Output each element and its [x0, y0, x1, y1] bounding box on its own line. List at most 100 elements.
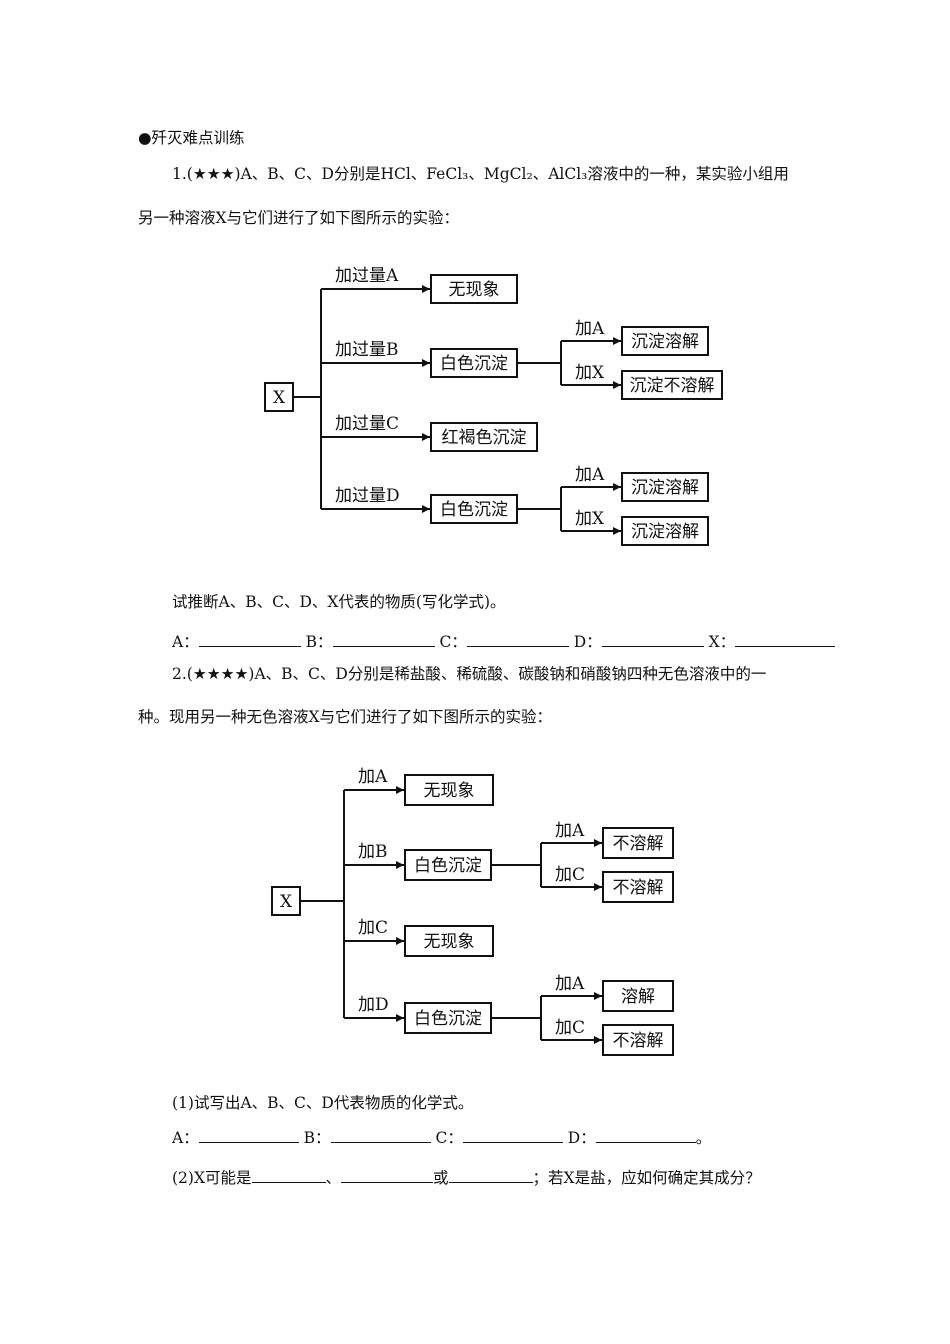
q2-branch-arrow [396, 861, 404, 869]
q1-answer-line: A： B： C： D： X： [172, 631, 836, 652]
q1-blank-x[interactable] [735, 631, 836, 647]
q1-root-text: X [273, 388, 286, 408]
q2-answer-end: 。 [695, 1129, 712, 1147]
q1-sub-arrow [613, 337, 621, 345]
q2-text-line2: 种。现用另一种无色溶液X与它们进行了如下图所示的实验： [138, 708, 553, 726]
q1-label-c: C： [439, 633, 467, 651]
q1-branch-arrow [422, 505, 430, 513]
q1-sub-result-text: 沉淀溶解 [631, 332, 699, 352]
q1-branch-label: 加过量D [335, 486, 400, 506]
q2-sub-arrow [594, 883, 602, 891]
q1-sub-label: 加X [575, 509, 605, 529]
q2-sub-result-box [602, 871, 674, 903]
q2-sub-arrow [594, 1036, 602, 1044]
q2-blank-a[interactable] [198, 1127, 299, 1143]
q2-sub1: (1)试写出A、B、C、D代表物质的化学式。 [172, 1094, 474, 1112]
q2-blank-c[interactable] [462, 1127, 563, 1143]
q1-sub-result-box [621, 370, 723, 400]
q1-branch-arrow [422, 433, 430, 441]
q1-blank-a[interactable] [198, 631, 301, 647]
q1-sub-label: 加A [575, 319, 605, 339]
q1-sub-result-box [621, 516, 709, 546]
q2-branch-label: 加B [358, 842, 388, 862]
q2-sub-result-text: 溶解 [621, 987, 655, 1007]
q1-sub-result-text: 沉淀溶解 [631, 478, 699, 498]
q2-label-b: B： [303, 1129, 331, 1147]
q2-branch-label: 加D [358, 995, 389, 1015]
q2-result-box [404, 1002, 492, 1034]
q1-result-text: 红褐色沉淀 [442, 428, 527, 448]
q1-branch-label: 加过量C [335, 414, 399, 434]
q2-branch-arrow [396, 1014, 404, 1022]
q2-blank-x2[interactable] [341, 1167, 434, 1183]
q1-sub-label: 加X [575, 363, 605, 383]
q2-blank-x3[interactable] [448, 1167, 533, 1183]
q1-sub-result-box [621, 326, 709, 356]
q1-branch-label: 加过量B [335, 340, 399, 360]
q1-result-box [430, 348, 518, 378]
q1-sub-arrow [613, 527, 621, 535]
q2-label-c: C： [435, 1129, 463, 1147]
q2-sub-arrow [594, 839, 602, 847]
q2-sub-label: 加C [555, 1018, 585, 1038]
q2-branch-label: 加C [358, 918, 388, 938]
q2-sub-result-text: 不溶解 [613, 1031, 664, 1051]
q2-result-text: 无现象 [424, 932, 475, 952]
q2-sub-label: 加C [555, 865, 585, 885]
q2-branch-arrow [396, 937, 404, 945]
q1-label-b: B： [305, 633, 333, 651]
q1-label-d: D： [573, 633, 602, 651]
q2-blank-x1[interactable] [251, 1167, 326, 1183]
q1-sub-result-text: 沉淀溶解 [631, 522, 699, 542]
q2-result-box [404, 925, 494, 957]
q1-text-line1: 1.(★★★)A、B、C、D分别是HCl、FeCl₃、MgCl₂、AlCl₃溶液… [172, 165, 789, 183]
q2-sub-result-box [602, 980, 674, 1012]
q1-sub-arrow [613, 381, 621, 389]
q1-blank-b[interactable] [332, 631, 435, 647]
q2-result-text: 白色沉淀 [414, 1009, 482, 1029]
q1-result-box [430, 422, 538, 452]
q2-result-box [404, 774, 494, 806]
q1-sub-arrow [613, 483, 621, 491]
section-title: ●歼灭难点训练 [138, 129, 245, 147]
q2-result-text: 白色沉淀 [414, 856, 482, 876]
q2-sub2-end: ；若X是盐，应如何确定其成分？ [532, 1169, 761, 1187]
q2-result-text: 无现象 [424, 781, 475, 801]
q2-sub2-sep1: 、 [325, 1169, 342, 1187]
q2-root-box [271, 886, 301, 916]
q1-branch-arrow [422, 285, 430, 293]
q1-blank-c[interactable] [466, 631, 569, 647]
q2-label-d: D： [567, 1129, 596, 1147]
q1-result-text: 无现象 [449, 280, 500, 300]
q2-sub-result-box [602, 827, 674, 859]
q2-sub2-start: (2)X可能是 [172, 1169, 252, 1187]
q2-sub-result-text: 不溶解 [613, 834, 664, 854]
q1-blank-d[interactable] [601, 631, 704, 647]
q1-sub-label: 加A [575, 465, 605, 485]
q2-blank-b[interactable] [330, 1127, 431, 1143]
q2-sub-result-box [602, 1024, 674, 1056]
q2-label-a: A： [172, 1129, 199, 1147]
q2-sub2: (2)X可能是 、 或 ；若X是盐，应如何确定其成分？ [172, 1167, 761, 1188]
q2-text-line1: 2.(★★★★)A、B、C、D分别是稀盐酸、稀硫酸、碳酸钠和硝酸钠四种无色溶液中… [172, 665, 767, 683]
q1-branch-label: 加过量A [335, 266, 399, 286]
q2-branch-label: 加A [358, 767, 388, 787]
q1-result-text: 白色沉淀 [440, 354, 508, 374]
q2-sub-result-text: 不溶解 [613, 878, 664, 898]
q2-root-text: X [280, 892, 293, 912]
q2-sub2-sep2: 或 [433, 1169, 449, 1187]
q1-branch-arrow [422, 359, 430, 367]
q2-sub-label: 加A [555, 974, 585, 994]
q1-result-text: 白色沉淀 [440, 500, 508, 520]
q1-label-a: A： [172, 633, 199, 651]
q1-text-line2: 另一种溶液X与它们进行了如下图所示的实验： [138, 209, 460, 227]
q1-result-box [430, 274, 518, 304]
q2-result-box [404, 849, 492, 881]
q2-sub-arrow [594, 992, 602, 1000]
q2-blank-d[interactable] [595, 1127, 696, 1143]
q1-sub-result-text: 沉淀不溶解 [630, 376, 715, 396]
q2-sub-label: 加A [555, 821, 585, 841]
q1-sub-result-box [621, 472, 709, 502]
